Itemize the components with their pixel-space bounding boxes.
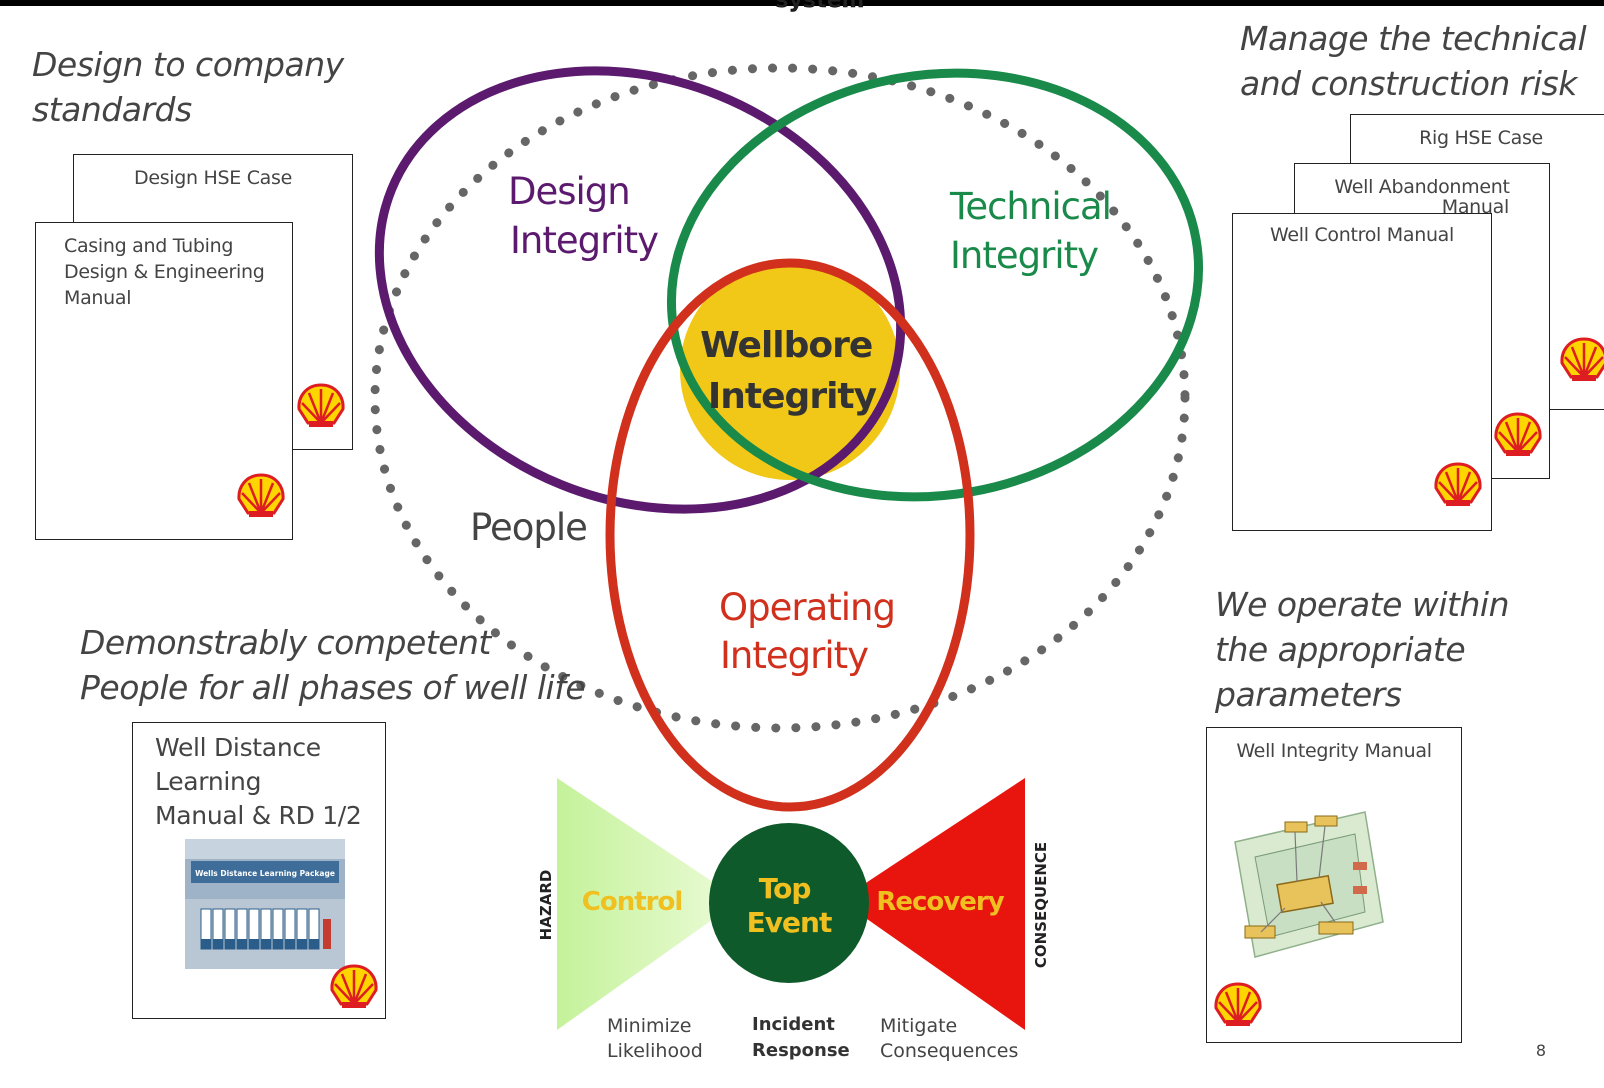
wellbore-integrity-label: Wellbore Integrity — [700, 325, 884, 417]
rig-hse-case-title: Rig HSE Case — [1419, 127, 1543, 149]
minimize-label: Minimize Likelihood — [607, 1015, 703, 1062]
well-abandonment-title: Well Abandonment Manual — [1334, 176, 1510, 218]
shell-logo-icon — [236, 473, 286, 519]
top-event-circle — [709, 823, 869, 983]
shell-logo-icon — [1433, 462, 1483, 508]
wellbore-circle — [680, 260, 900, 480]
well-distance-learning-doc: Well Distance Learning Manual & RD 1/2 W… — [132, 722, 386, 1019]
well-integrity-title: Well Integrity Manual — [1236, 740, 1432, 762]
design-hse-case-title: Design HSE Case — [133, 167, 293, 189]
control-label: Control — [582, 887, 682, 917]
top-bar — [0, 0, 1604, 6]
well-integrity-thumbnail — [1234, 811, 1384, 958]
incident-label: Incident Response — [752, 1014, 850, 1061]
well-integrity-manual-doc: Well Integrity Manual — [1206, 727, 1462, 1043]
shell-logo-icon — [296, 383, 346, 429]
control-triangle — [557, 778, 740, 1030]
top-event-label: Top Event — [747, 872, 832, 939]
mitigate-label: Mitigate Consequences — [880, 1015, 1018, 1062]
casing-tubing-doc: Casing and Tubing Design & Engineering M… — [35, 222, 293, 540]
svg-text:Wells Distance Learning Packag: Wells Distance Learning Package — [195, 869, 335, 878]
well-control-title: Well Control Manual — [1269, 224, 1455, 246]
manage-risk-label: Manage the technical and construction ri… — [1240, 19, 1587, 103]
hazard-label: HAZARD — [537, 870, 555, 941]
header-title: system — [775, 0, 865, 13]
operating-ellipse — [605, 258, 975, 812]
page-number: 8 — [1535, 1041, 1546, 1060]
design-ellipse — [374, 66, 906, 514]
design-standards-label: Design to company standards — [32, 45, 344, 129]
people-label: People — [470, 506, 587, 549]
recovery-triangle — [840, 778, 1025, 1030]
people-ellipse — [370, 63, 1190, 733]
competent-people-label: Demonstrably competent People for all ph… — [80, 623, 586, 707]
casing-tubing-title: Casing and Tubing Design & Engineering M… — [64, 235, 265, 309]
shell-logo-icon — [1213, 982, 1263, 1028]
operating-integrity-label: Operating Integrity — [719, 586, 906, 677]
shell-logo-icon — [1559, 337, 1604, 383]
well-control-doc: Well Control Manual — [1232, 213, 1492, 531]
distance-learning-thumbnail: Wells Distance Learning Package — [185, 839, 345, 969]
shell-logo-icon — [329, 964, 379, 1010]
design-integrity-label: Design Integrity — [508, 170, 658, 262]
shell-logo-icon — [1493, 412, 1543, 458]
well-distance-title: Well Distance Learning Manual & RD 1/2 — [155, 733, 362, 830]
recovery-label: Recovery — [876, 887, 1004, 917]
consequence-label: CONSEQUENCE — [1032, 842, 1050, 968]
operate-within-label: We operate within the appropriate parame… — [1215, 585, 1509, 714]
technical-integrity-label: Technical Integrity — [949, 185, 1122, 277]
